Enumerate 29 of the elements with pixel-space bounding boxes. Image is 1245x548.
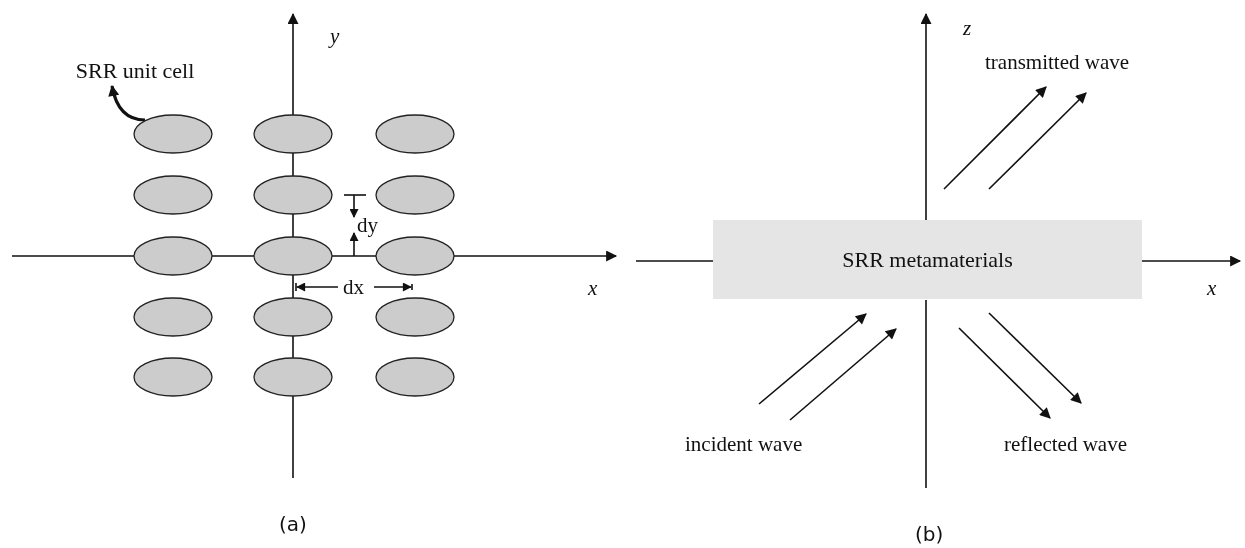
unit-cell-ellipse [253,297,333,337]
unit-cell-ellipse [133,114,213,154]
dimension-label: dy [357,213,378,237]
panel-caption: (a) [279,512,307,536]
material-block: SRR metamaterials [713,220,1142,299]
leader-arrow [108,84,146,122]
wave-label: transmitted wave [985,50,1130,74]
unit-cell-ellipse [133,357,213,397]
axis-label: x [1207,276,1217,300]
wave-label: incident wave [685,432,803,456]
axis-label: z [963,16,972,40]
unit-cell-ellipse [253,357,333,397]
unit-cell-ellipse [253,175,333,215]
axis-label: y [330,24,340,48]
unit-cell-ellipse [375,236,455,276]
unit-cell-ellipse [133,175,213,215]
unit-cell-ellipse [375,175,455,215]
unit-cell-ellipse [375,357,455,397]
unit-cell-ellipse [133,236,213,276]
panel-caption: (b) [915,522,944,546]
unit-cell-ellipse [375,297,455,337]
axis-label: x [588,276,598,300]
unit-cell-ellipse [133,297,213,337]
callout-label: SRR unit cell [57,58,213,84]
unit-cell-ellipse [375,114,455,154]
unit-cell-ellipse [253,114,333,154]
unit-cell-ellipse [253,236,333,276]
wave-label: reflected wave [1004,432,1127,456]
dimension-label: dx [343,275,364,299]
